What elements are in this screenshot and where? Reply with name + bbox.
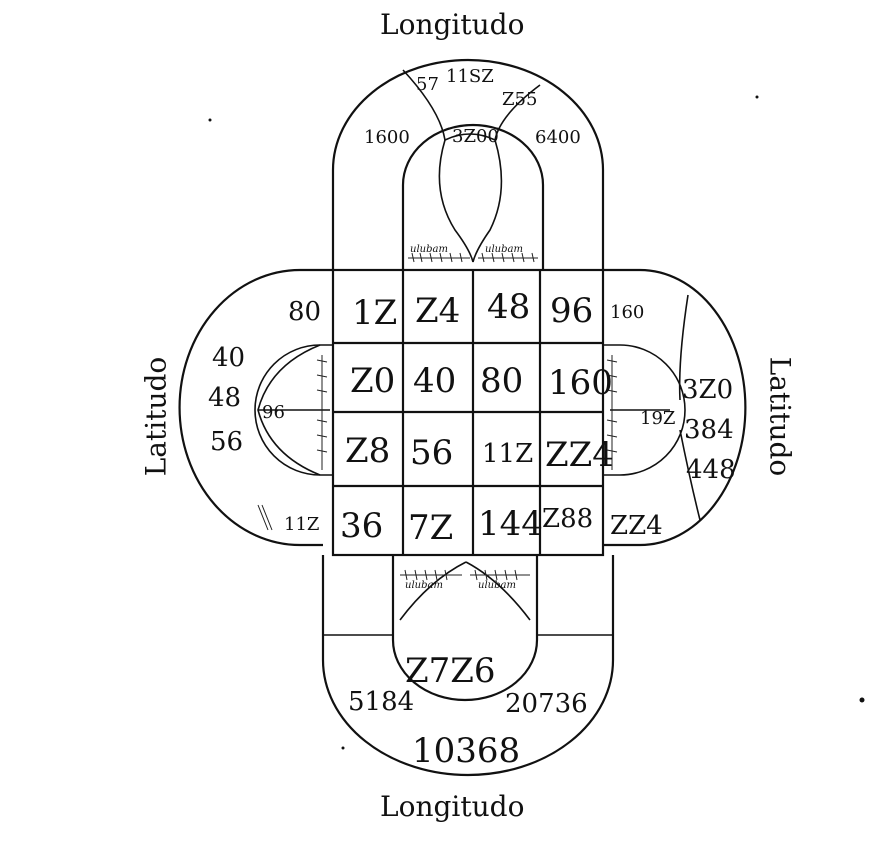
right-arch-row1-value: 160 xyxy=(610,302,644,323)
grid-cell-r3c2: 56 xyxy=(410,433,453,473)
grid-cell-r2c3: 80 xyxy=(480,361,523,401)
grid-cell-r1c3: 48 xyxy=(487,287,530,327)
right-arch-row4-value: ZZ4 xyxy=(610,511,663,541)
right-arch xyxy=(603,268,747,547)
bottom-arch-left-value: 5184 xyxy=(348,687,414,717)
left-arch-inner-value: 96 xyxy=(262,402,285,423)
right-axis-label: Latitudo xyxy=(763,356,797,477)
top-arch-inner-value: 3Z00 xyxy=(452,126,499,147)
grid-cell-r2c1: Z0 xyxy=(350,361,395,401)
right-arch-inner-value: 19Z xyxy=(640,408,675,429)
grid-cell-r2c2: 40 xyxy=(413,361,456,401)
left-arch-values: 80 40 48 56 96 11Z xyxy=(208,297,321,535)
grid-cell-r1c1: 1Z xyxy=(352,293,397,333)
top-arch-top-left-value: 57 xyxy=(416,74,439,95)
gloss-bottom-left: ulubam xyxy=(405,580,443,591)
left-arch xyxy=(178,268,333,547)
left-arch-value-3: 56 xyxy=(210,427,243,457)
grid-cell-r3c1: Z8 xyxy=(345,431,390,471)
bottom-arch-values: Z7Z6 5184 20736 10368 xyxy=(348,651,588,771)
gloss-top-right: ulubam xyxy=(485,244,523,255)
left-arch-row1-value: 80 xyxy=(288,297,321,327)
top-arch-top-value: 11SZ xyxy=(446,66,494,87)
grid-cell-r1c4: 96 xyxy=(550,291,593,331)
grid-cell-r1c2: Z4 xyxy=(415,291,460,331)
gloss-bottom-right: ulubam xyxy=(478,580,516,591)
right-arch-values: 160 3Z0 384 448 19Z ZZ4 xyxy=(610,302,736,541)
grid-lines xyxy=(331,268,605,557)
bottom-arch-inner-value: Z7Z6 xyxy=(405,651,496,691)
grid-cell-r4c2: 7Z xyxy=(408,508,453,548)
top-arch-right-value: 6400 xyxy=(535,127,581,148)
bottom-arch-right-value: 20736 xyxy=(505,689,588,719)
grid-cells: 1Z Z4 48 96 Z0 40 80 160 Z8 56 11Z ZZ4 3… xyxy=(340,287,614,548)
right-arch-value-2: 384 xyxy=(684,415,734,445)
hatch-marks xyxy=(257,252,618,581)
glosses: ulubam ulubam ulubam ulubam xyxy=(405,244,523,591)
top-axis-label: Longitudo xyxy=(380,8,525,41)
top-arch-values: 1600 6400 3Z00 11SZ 57 Z55 xyxy=(364,66,581,148)
right-arch-value-1: 3Z0 xyxy=(682,375,733,405)
top-arch-left-value: 1600 xyxy=(364,127,410,148)
stray-dots xyxy=(208,95,865,750)
grid-cell-r3c3: 11Z xyxy=(482,439,533,469)
right-arch-value-3: 448 xyxy=(686,455,736,485)
grid-cell-r4c3: 144 xyxy=(478,504,543,544)
gloss-top-left: ulubam xyxy=(410,244,448,255)
left-arch-row4-value: 11Z xyxy=(284,514,319,535)
bottom-arch-bottom-value: 10368 xyxy=(412,731,520,771)
left-arch-value-1: 40 xyxy=(212,343,245,373)
bottom-axis-label: Longitudo xyxy=(380,790,525,823)
grid-cell-r3c4: ZZ4 xyxy=(545,435,614,475)
bottom-arch xyxy=(321,555,615,777)
grid-cell-r4c1: 36 xyxy=(340,506,383,546)
grid-cell-r2c4: 160 xyxy=(548,363,613,403)
grid-cell-r4c4: Z88 xyxy=(542,504,593,534)
left-axis-label: Latitudo xyxy=(139,356,173,477)
left-arch-value-2: 48 xyxy=(208,383,241,413)
top-arch xyxy=(331,58,605,270)
top-arch-top-mark: Z55 xyxy=(502,89,537,110)
